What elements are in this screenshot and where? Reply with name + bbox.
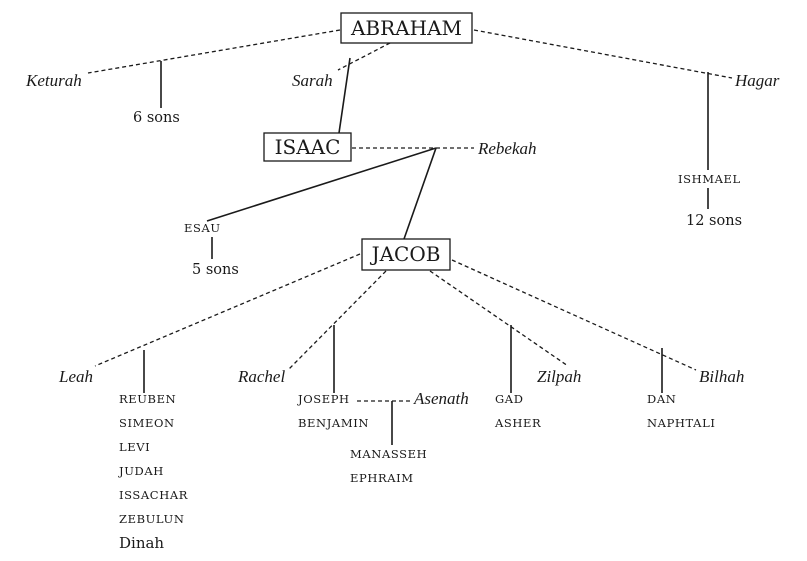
daughter-dinah: Dinah	[119, 534, 164, 552]
son-asher: ASHER	[494, 416, 541, 430]
jacob-label: JACOB	[370, 242, 441, 266]
wife-asenath: Asenath	[413, 389, 469, 408]
keturah-sons-count: 6 sons	[133, 110, 180, 126]
son-esau: ESAU	[184, 221, 221, 235]
son-ephraim: EPHRAIM	[350, 471, 414, 485]
son-benjamin: BENJAMIN	[298, 416, 369, 430]
wife-leah: Leah	[58, 367, 93, 386]
jacob-node: JACOB	[361, 238, 451, 271]
son-levi: LEVI	[119, 440, 150, 454]
wife-keturah: Keturah	[25, 71, 82, 90]
abraham-node: ABRAHAM	[340, 12, 473, 44]
son-reuben: REUBEN	[119, 392, 176, 406]
isaac-label: ISAAC	[275, 135, 341, 159]
jacob-leah-marriage-line	[94, 253, 361, 367]
esau-sons-count: 5 sons	[192, 262, 239, 278]
jacob-bilhah-marriage-line	[451, 259, 697, 371]
abraham-sarah-marriage-line	[337, 42, 391, 71]
son-gad: GAD	[495, 392, 524, 406]
rebekah-esau-line	[206, 147, 437, 222]
sarah-isaac-line	[338, 57, 351, 134]
wife-rebekah: Rebekah	[477, 139, 537, 158]
son-judah: JUDAH	[118, 464, 164, 478]
wife-bilhah: Bilhah	[699, 367, 744, 386]
son-manasseh: MANASSEH	[350, 447, 427, 461]
wife-zilpah: Zilpah	[537, 367, 581, 386]
son-ishmael: ISHMAEL	[678, 172, 741, 186]
abraham-label: ABRAHAM	[350, 16, 462, 40]
jacob-rachel-marriage-line	[287, 270, 387, 371]
rebekah-jacob-line	[403, 147, 437, 240]
son-simeon: SIMEON	[119, 416, 175, 430]
isaac-node: ISAAC	[263, 132, 352, 162]
ishmael-sons-count: 12 sons	[686, 213, 742, 229]
wife-hagar: Hagar	[734, 71, 780, 90]
son-issachar: ISSACHAR	[119, 488, 188, 502]
abraham-hagar-marriage-line	[473, 29, 733, 79]
abraham-keturah-marriage-line	[87, 29, 341, 74]
son-naphtali: NAPHTALI	[647, 416, 715, 430]
wife-rachel: Rachel	[237, 367, 285, 386]
son-zebulun: ZEBULUN	[119, 512, 185, 526]
jacob-zilpah-marriage-line	[429, 270, 569, 367]
wife-sarah: Sarah	[292, 71, 333, 90]
son-joseph: JOSEPH	[297, 392, 350, 406]
son-dan: DAN	[647, 392, 676, 406]
